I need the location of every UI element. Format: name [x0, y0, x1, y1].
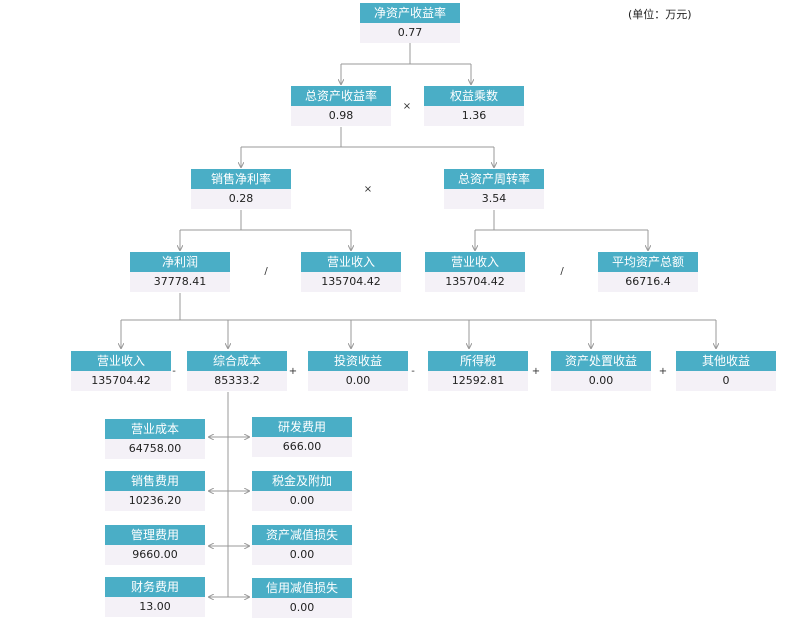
operator-plus: +	[531, 366, 541, 377]
node-income-tax: 所得税 12592.81	[428, 351, 528, 391]
node-value: 0.77	[360, 23, 460, 43]
node-rd-expense: 研发费用 666.00	[252, 417, 352, 457]
node-tax-surcharge: 税金及附加 0.00	[252, 471, 352, 511]
operator-divide: /	[264, 266, 268, 277]
node-finance-expense: 财务费用 13.00	[105, 577, 205, 617]
node-asset-disposal-income: 资产处置收益 0.00	[551, 351, 651, 391]
node-credit-impairment: 信用减值损失 0.00	[252, 578, 352, 618]
node-asset-impairment: 资产减值损失 0.00	[252, 525, 352, 565]
node-value: 3.54	[444, 189, 544, 209]
node-value: 0.98	[291, 106, 391, 126]
node-label: 总资产周转率	[444, 169, 544, 189]
node-label: 营业收入	[425, 252, 525, 272]
node-label: 销售净利率	[191, 169, 291, 189]
node-value: 135704.42	[301, 272, 401, 292]
node-label: 净资产收益率	[360, 3, 460, 23]
node-value: 85333.2	[187, 371, 287, 391]
node-operating-cost: 营业成本 64758.00	[105, 419, 205, 459]
node-admin-expense: 管理费用 9660.00	[105, 525, 205, 565]
node-other-income: 其他收益 0	[676, 351, 776, 391]
node-revenue: 营业收入 135704.42	[425, 252, 525, 292]
node-roe: 净资产收益率 0.77	[360, 3, 460, 43]
node-value: 135704.42	[425, 272, 525, 292]
node-value: 0.00	[252, 491, 352, 511]
node-asset-turnover: 总资产周转率 3.54	[444, 169, 544, 209]
node-label: 平均资产总额	[598, 252, 698, 272]
operator-multiply: ×	[363, 184, 373, 195]
node-value: 0.00	[252, 545, 352, 565]
node-value: 13.00	[105, 597, 205, 617]
node-label: 管理费用	[105, 525, 205, 545]
node-label: 营业成本	[105, 419, 205, 439]
operator-minus: -	[411, 366, 415, 377]
node-value: 666.00	[252, 437, 352, 457]
node-net-margin: 销售净利率 0.28	[191, 169, 291, 209]
node-value: 0.00	[551, 371, 651, 391]
node-investment-income: 投资收益 0.00	[308, 351, 408, 391]
node-label: 营业收入	[71, 351, 171, 371]
node-revenue: 营业收入 135704.42	[71, 351, 171, 391]
node-label: 总资产收益率	[291, 86, 391, 106]
node-value: 12592.81	[428, 371, 528, 391]
node-label: 所得税	[428, 351, 528, 371]
node-label: 信用减值损失	[252, 578, 352, 598]
node-label: 研发费用	[252, 417, 352, 437]
node-label: 权益乘数	[424, 86, 524, 106]
node-value: 37778.41	[130, 272, 230, 292]
node-total-cost: 综合成本 85333.2	[187, 351, 287, 391]
operator-multiply: ×	[402, 101, 412, 112]
node-value: 9660.00	[105, 545, 205, 565]
node-label: 销售费用	[105, 471, 205, 491]
node-value: 10236.20	[105, 491, 205, 511]
node-label: 资产处置收益	[551, 351, 651, 371]
node-label: 其他收益	[676, 351, 776, 371]
node-label: 税金及附加	[252, 471, 352, 491]
operator-plus: +	[658, 366, 668, 377]
node-avg-assets: 平均资产总额 66716.4	[598, 252, 698, 292]
node-net-profit: 净利润 37778.41	[130, 252, 230, 292]
node-selling-expense: 销售费用 10236.20	[105, 471, 205, 511]
node-label: 资产减值损失	[252, 525, 352, 545]
node-value: 135704.42	[71, 371, 171, 391]
operator-minus: -	[172, 366, 176, 377]
node-value: 0.00	[252, 598, 352, 618]
node-label: 投资收益	[308, 351, 408, 371]
operator-divide: /	[560, 266, 564, 277]
node-value: 0.28	[191, 189, 291, 209]
operator-plus: +	[288, 366, 298, 377]
node-value: 64758.00	[105, 439, 205, 459]
node-roa: 总资产收益率 0.98	[291, 86, 391, 126]
node-label: 净利润	[130, 252, 230, 272]
node-value: 1.36	[424, 106, 524, 126]
node-label: 财务费用	[105, 577, 205, 597]
node-value: 0.00	[308, 371, 408, 391]
node-label: 营业收入	[301, 252, 401, 272]
node-equity-multiplier: 权益乘数 1.36	[424, 86, 524, 126]
node-revenue: 营业收入 135704.42	[301, 252, 401, 292]
unit-label: (单位：万元)	[628, 8, 692, 21]
node-value: 0	[676, 371, 776, 391]
node-value: 66716.4	[598, 272, 698, 292]
node-label: 综合成本	[187, 351, 287, 371]
